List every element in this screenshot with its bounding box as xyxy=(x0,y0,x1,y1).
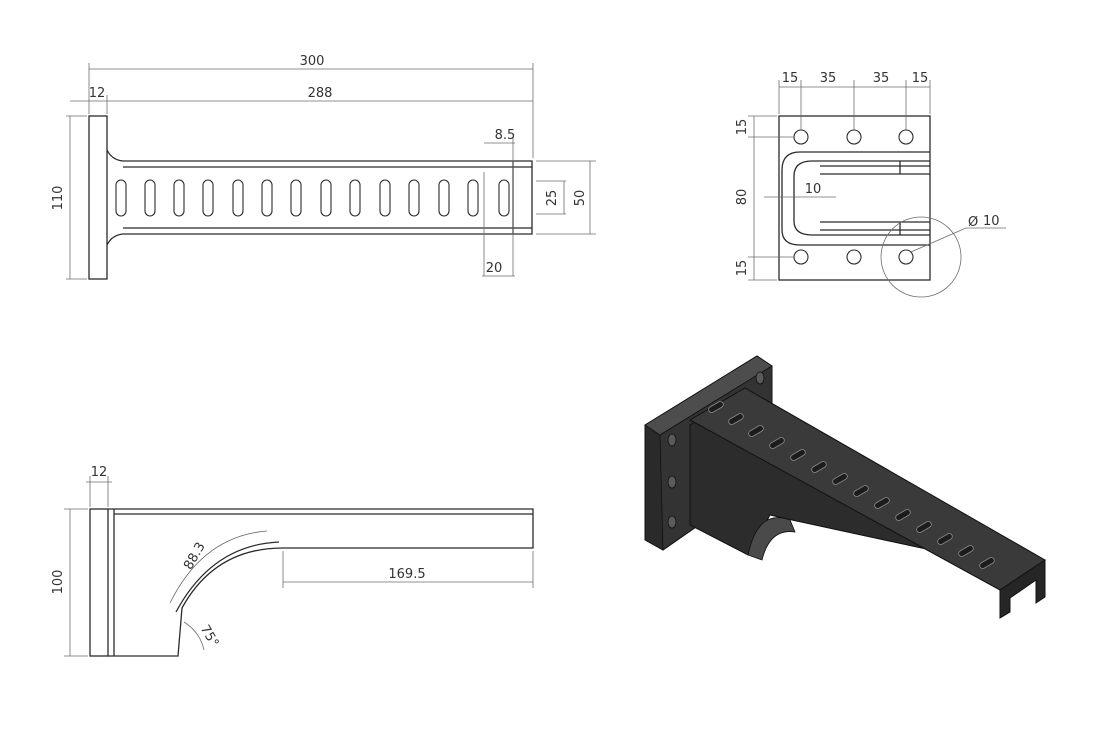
dim-left-bottom: 15 xyxy=(735,260,750,277)
end-plate xyxy=(778,115,931,281)
dim-hole-pitch-4: 15 xyxy=(912,71,929,86)
dim-overall-length: 300 xyxy=(300,54,325,69)
diameter-symbol: Ø xyxy=(968,215,978,230)
slot xyxy=(115,179,127,217)
dim-height: 110 xyxy=(51,186,66,211)
hole xyxy=(898,129,914,145)
isometric-view xyxy=(644,355,1046,619)
slot xyxy=(202,179,214,217)
slot xyxy=(874,497,890,509)
dim-inner-width: 25 xyxy=(545,190,560,207)
dim-side-height: 100 xyxy=(51,570,66,595)
slot xyxy=(408,179,420,217)
dim-left-middle: 80 xyxy=(735,189,750,206)
end-view-dimensions xyxy=(748,80,1006,281)
channel-outer xyxy=(781,151,930,246)
hole xyxy=(898,249,914,265)
side-view: 12 100 88.3 75° 169.5 xyxy=(51,465,534,657)
dim-hole-diameter: 10 xyxy=(983,214,1000,229)
dim-left-top: 15 xyxy=(735,119,750,136)
iso-plate-holes xyxy=(667,371,765,529)
top-view: 300 12 288 8.5 20 110 25 50 xyxy=(51,54,596,280)
radius-dim-arc xyxy=(169,530,268,604)
detail-circle xyxy=(880,216,962,298)
dim-hole-pitch-3: 35 xyxy=(873,71,890,86)
slot xyxy=(895,509,911,521)
slot xyxy=(811,461,827,473)
top-view-dimensions xyxy=(66,63,596,280)
iso-slots xyxy=(708,401,995,569)
slot xyxy=(979,557,995,569)
channel-inner xyxy=(793,160,930,236)
side-arm-outline xyxy=(108,508,534,657)
slot xyxy=(438,179,450,217)
slot xyxy=(728,413,744,425)
slot xyxy=(498,179,510,217)
hole xyxy=(793,129,809,145)
hole xyxy=(667,433,677,447)
dim-angle: 75° xyxy=(197,623,222,650)
dim-outer-width: 50 xyxy=(573,190,588,207)
arm-outline xyxy=(106,149,533,246)
dim-end-spacing: 20 xyxy=(486,261,503,276)
slot xyxy=(144,179,156,217)
hole xyxy=(846,249,862,265)
dim-side-flange-thickness: 12 xyxy=(91,465,108,480)
hole xyxy=(667,515,677,529)
dim-slot-gap: 10 xyxy=(805,182,822,197)
slot xyxy=(958,545,974,557)
angle-dim-arc xyxy=(183,621,205,651)
slot xyxy=(748,425,764,437)
hole xyxy=(667,475,677,489)
fillet-inner xyxy=(175,541,280,613)
iso-cutout xyxy=(747,517,796,561)
side-view-dimensions xyxy=(64,476,534,657)
end-view: 15 35 35 15 15 80 15 10 Ø 10 xyxy=(735,71,1006,298)
slots-top-view xyxy=(115,179,510,217)
dim-hole-pitch-2: 35 xyxy=(820,71,837,86)
slot xyxy=(232,179,244,217)
slot xyxy=(937,533,953,545)
hole xyxy=(846,129,862,145)
slot xyxy=(349,179,361,217)
hole xyxy=(793,249,809,265)
slot xyxy=(290,179,302,217)
slot xyxy=(769,437,785,449)
slot xyxy=(916,521,932,533)
dim-hole-pitch-1: 15 xyxy=(782,71,799,86)
slot xyxy=(467,179,479,217)
slot xyxy=(832,473,848,485)
slot xyxy=(790,449,806,461)
flange-plate xyxy=(88,115,108,280)
slot xyxy=(708,401,724,413)
iso-channel-end xyxy=(999,559,1046,619)
dim-end-offset: 8.5 xyxy=(495,128,516,143)
slot xyxy=(379,179,391,217)
dim-flange-thickness: 12 xyxy=(89,86,106,101)
slot xyxy=(261,179,273,217)
dim-arm-length: 288 xyxy=(308,86,333,101)
dim-top-length: 169.5 xyxy=(388,567,425,582)
hole xyxy=(755,371,765,385)
side-flange xyxy=(89,508,109,657)
slot xyxy=(853,485,869,497)
slot xyxy=(173,179,185,217)
slot xyxy=(320,179,332,217)
